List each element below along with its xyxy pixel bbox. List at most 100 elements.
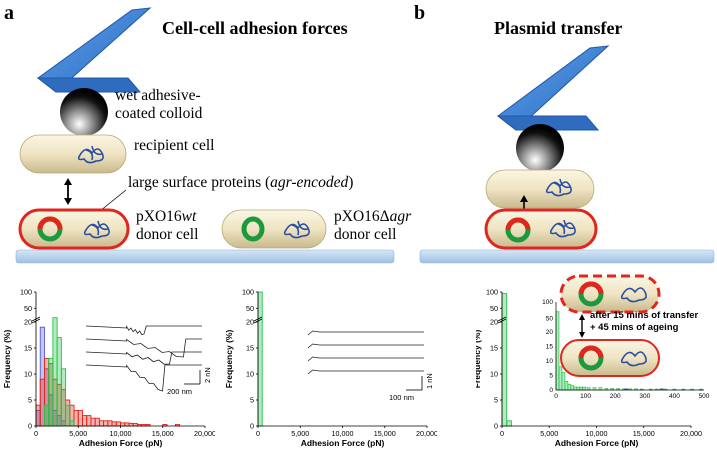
wt-donor-cell-text: donor cell bbox=[136, 226, 199, 243]
inset-hist-bar bbox=[564, 380, 569, 391]
colloid-label: wet adhesive- coated colloid bbox=[115, 87, 202, 123]
x-tick-label: 20,000 bbox=[680, 429, 702, 438]
x-tick-label: 0 bbox=[34, 429, 38, 438]
y-tick-label: 0 bbox=[250, 422, 254, 431]
y-tick-label: 15 bbox=[246, 344, 254, 353]
axis-break-mark bbox=[31, 318, 41, 324]
y-tick-label: 5 bbox=[28, 396, 32, 405]
force-curve bbox=[85, 351, 202, 365]
y-tick-label: 20 bbox=[246, 318, 254, 327]
inset-y-tick-label: 50 bbox=[546, 315, 554, 322]
colloid-a bbox=[60, 88, 108, 136]
hist-bar-green bbox=[60, 368, 67, 427]
hist-bar-red bbox=[111, 421, 117, 427]
hist-bar-red bbox=[103, 420, 109, 427]
hist-bar-red bbox=[115, 421, 121, 427]
panel-a-letter: a bbox=[4, 2, 14, 24]
hist-bar-red bbox=[86, 415, 92, 427]
aging-annotation-line2: + 45 mins of ageing bbox=[590, 322, 679, 333]
wt-italic: wt bbox=[181, 208, 197, 225]
force-curve bbox=[307, 343, 424, 349]
force-curve bbox=[85, 338, 202, 358]
schematic-illustration bbox=[15, 7, 715, 264]
cantilever-a bbox=[36, 7, 152, 93]
y-tick-label: 50 bbox=[24, 304, 32, 313]
hist-bar-red bbox=[77, 409, 83, 427]
panel-a-title: Cell-cell adhesion forces bbox=[162, 18, 348, 38]
x-tick-label: 0 bbox=[500, 429, 504, 438]
inset-hist-bar bbox=[567, 383, 572, 391]
y-tick-label: 0 bbox=[28, 422, 32, 431]
axis-break-mark bbox=[253, 318, 263, 324]
hist-bar-red bbox=[107, 420, 113, 427]
colloid-b bbox=[516, 124, 564, 172]
inset-x-tick-label: 500 bbox=[699, 393, 710, 400]
y-tick-label: 10 bbox=[24, 370, 32, 379]
force-distance-curves bbox=[85, 325, 202, 392]
aging-annotation: after 15 mins of transfer + 45 mins of a… bbox=[590, 310, 698, 334]
colloid-label-line1: wet adhesive- bbox=[115, 87, 201, 104]
scale-bar-force-label: 1 nN bbox=[425, 373, 434, 389]
x-tick-label: 15,000 bbox=[374, 429, 396, 438]
hist-bar-red bbox=[120, 422, 126, 427]
panel-b-title: Plasmid transfer bbox=[494, 18, 623, 38]
recipient-cell-b bbox=[485, 169, 595, 209]
y-tick-label: 15 bbox=[490, 344, 498, 353]
hist-bar-green bbox=[506, 420, 512, 427]
inset-y-tick-label: 20 bbox=[546, 329, 554, 336]
hist-bar-green bbox=[501, 293, 508, 427]
y-tick-label: 20 bbox=[24, 318, 32, 327]
x-tick-label: 5,000 bbox=[69, 429, 87, 438]
axis-break-mark bbox=[31, 316, 41, 322]
hist-bar-green bbox=[48, 357, 54, 427]
agr-donor-name: pXO16Δagr bbox=[334, 208, 411, 226]
agr-prefix: pXO16Δ bbox=[334, 208, 390, 225]
hist-bar-green bbox=[52, 317, 58, 427]
y-axis-label: Frequency (%) bbox=[2, 330, 12, 389]
inset-x-tick-label: 100 bbox=[580, 393, 591, 400]
axis-break-mark bbox=[253, 316, 263, 322]
aged-donor-cell-dashed bbox=[559, 274, 661, 314]
y-tick-label: 10 bbox=[490, 370, 498, 379]
inset-y-tick-label: 15 bbox=[546, 344, 554, 351]
x-tick-label: 5,000 bbox=[540, 429, 558, 438]
wt-prefix: pXO16 bbox=[136, 208, 182, 225]
axis-break-mark bbox=[497, 316, 507, 322]
proteins-label-suffix: ) bbox=[348, 174, 354, 191]
proteins-label-italic: agr-encoded bbox=[270, 174, 349, 191]
scale-bar-force-label: 2 nN bbox=[203, 367, 212, 383]
inset-x-tick-label: 200 bbox=[610, 393, 621, 400]
x-tick-label: 5,000 bbox=[291, 429, 309, 438]
aging-annotation-line1: after 15 mins of transfer bbox=[590, 310, 699, 321]
inset-y-tick-label: 100 bbox=[542, 299, 553, 306]
hist-bar-red bbox=[35, 404, 41, 427]
hist-bar-red bbox=[73, 409, 79, 427]
colloid-label-line2: coated colloid bbox=[115, 105, 203, 122]
x-tick-label: 10,000 bbox=[332, 429, 354, 438]
hist-bar-red bbox=[124, 422, 130, 427]
hist-bar-red bbox=[82, 415, 88, 427]
agr-donor-label: pXO16Δagr donor cell bbox=[334, 208, 411, 244]
force-curve bbox=[307, 369, 424, 375]
y-tick-label: 20 bbox=[490, 318, 498, 327]
force-curve bbox=[85, 364, 202, 392]
wt-donor-label: pXO16wt donor cell bbox=[136, 208, 198, 244]
force-distance-curves bbox=[307, 330, 424, 375]
inset-hist-bar-blue bbox=[659, 388, 664, 390]
y-tick-label: 0 bbox=[494, 422, 498, 431]
donor-cell-b bbox=[484, 208, 598, 250]
y-tick-label: 15 bbox=[24, 344, 32, 353]
hist-bar-red bbox=[90, 417, 96, 427]
interaction-arrow-a bbox=[64, 178, 72, 205]
hist-bar-green bbox=[44, 404, 50, 427]
y-tick-label: 10 bbox=[246, 370, 254, 379]
hist-bar-red bbox=[98, 420, 105, 427]
substrate-b bbox=[419, 249, 715, 264]
inset-hist-bar bbox=[576, 386, 581, 391]
aged-donor-cell bbox=[560, 339, 660, 377]
agr-donor-cell-text: donor cell bbox=[334, 226, 397, 243]
x-tick-label: 10,000 bbox=[110, 429, 132, 438]
recipient-label: recipient cell bbox=[134, 137, 215, 154]
